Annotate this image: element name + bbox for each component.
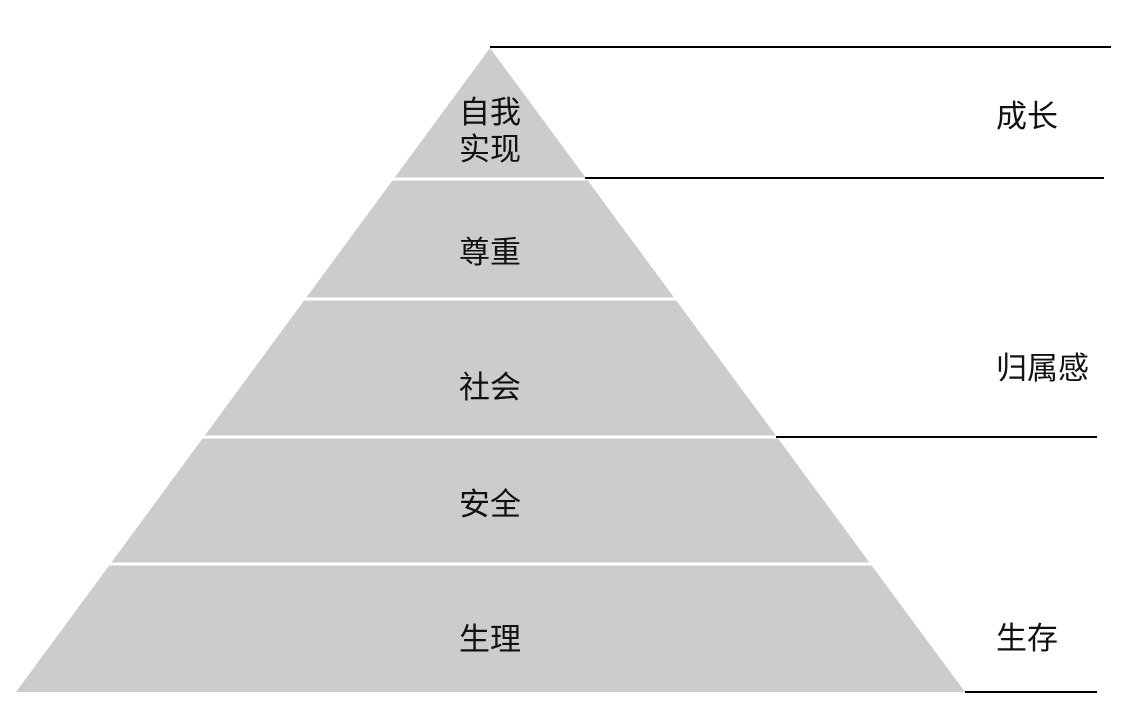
tier-physiological: 生理 bbox=[450, 622, 530, 659]
group-label-survival: 生存 bbox=[996, 621, 1058, 657]
tier-label-line: 尊重 bbox=[459, 235, 521, 271]
tier-label-line: 自我 bbox=[459, 95, 521, 131]
tier-label-line: 生理 bbox=[459, 622, 521, 658]
tier-safety: 安全 bbox=[450, 487, 530, 524]
tier-esteem: 尊重 bbox=[450, 235, 530, 272]
tier-self-actualization: 自我 实现 bbox=[450, 95, 530, 169]
group-label-growth: 成长 bbox=[996, 99, 1058, 135]
tier-label-line: 安全 bbox=[459, 487, 521, 523]
tier-label-line: 实现 bbox=[459, 132, 521, 168]
pyramid-shape bbox=[16, 48, 965, 692]
tier-label-line: 社会 bbox=[459, 370, 521, 406]
group-label-belonging: 归属感 bbox=[996, 351, 1089, 387]
tier-social: 社会 bbox=[450, 370, 530, 407]
